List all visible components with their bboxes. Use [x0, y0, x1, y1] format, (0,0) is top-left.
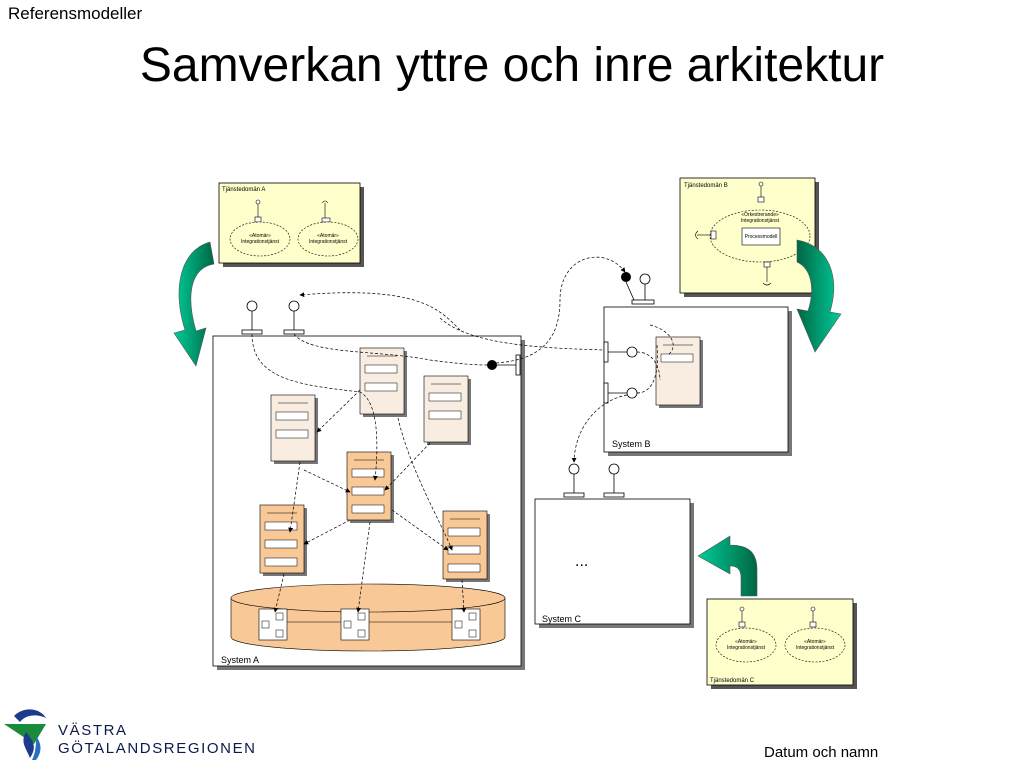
- domain-b-title: Tjänstedomän B: [684, 183, 728, 189]
- component-box: [442, 510, 490, 582]
- system-a-label: System A: [221, 655, 259, 665]
- system-a-box: System A: [212, 335, 525, 670]
- system-b-label: System B: [612, 439, 651, 449]
- section-label: Referensmodeller: [8, 4, 143, 23]
- dependency-arrows: [251, 256, 674, 613]
- svg-text:Processmodell: Processmodell: [745, 234, 778, 240]
- domain-a-box: Tjänstedomän A «Atomär» Integrationstjän…: [218, 182, 364, 267]
- svg-text:Integrationstjänst: Integrationstjänst: [309, 239, 348, 245]
- data-structure-box: [451, 608, 481, 641]
- slide-title: Samverkan yttre och inre arkitektur: [139, 39, 885, 92]
- green-arrow-b: [796, 239, 842, 353]
- data-structure-box: [340, 608, 370, 641]
- logo-text: VÄSTRA GÖTALANDSREGIONEN: [58, 722, 257, 758]
- logo-line-2: GÖTALANDSREGIONEN: [58, 740, 257, 757]
- green-arrow-c: [697, 535, 758, 597]
- system-c-box: System C ...: [534, 463, 694, 628]
- domain-c-box: Tjänstedomän C «Atomär» Integrationstjän…: [706, 598, 857, 689]
- system-a-interfaces: [241, 300, 521, 376]
- component-box: [270, 394, 318, 464]
- footer-text: Datum och namn: [764, 744, 879, 761]
- svg-text:«Orkestrerande»: «Orkestrerande»: [741, 212, 779, 218]
- svg-text:Integrationstjänst: Integrationstjänst: [741, 218, 780, 224]
- svg-text:«Atomär»: «Atomär»: [804, 639, 826, 645]
- data-structure-box: [258, 608, 288, 641]
- component-box: [359, 347, 407, 417]
- domain-c-title: Tjänstedomän C: [710, 678, 755, 684]
- component-box: [423, 375, 471, 445]
- logo-mark: [4, 709, 46, 760]
- system-c-ellipsis: ...: [575, 553, 588, 570]
- svg-text:Integrationstjänst: Integrationstjänst: [727, 645, 766, 651]
- domain-a-title: Tjänstedomän A: [222, 187, 265, 193]
- svg-text:Integrationstjänst: Integrationstjänst: [796, 645, 835, 651]
- system-b-box: System B: [603, 272, 792, 456]
- svg-text:«Atomär»: «Atomär»: [249, 233, 271, 239]
- green-arrow-a: [173, 241, 215, 367]
- component-box: [259, 504, 307, 576]
- domain-b-box: Tjänstedomän B «Orkestrerande» Integrati…: [679, 177, 819, 297]
- logo-line-1: VÄSTRA: [58, 722, 128, 739]
- svg-text:«Atomär»: «Atomär»: [735, 639, 757, 645]
- system-c-label: System C: [542, 614, 582, 624]
- svg-text:Integrationstjänst: Integrationstjänst: [241, 239, 280, 245]
- svg-text:«Atomär»: «Atomär»: [317, 233, 339, 239]
